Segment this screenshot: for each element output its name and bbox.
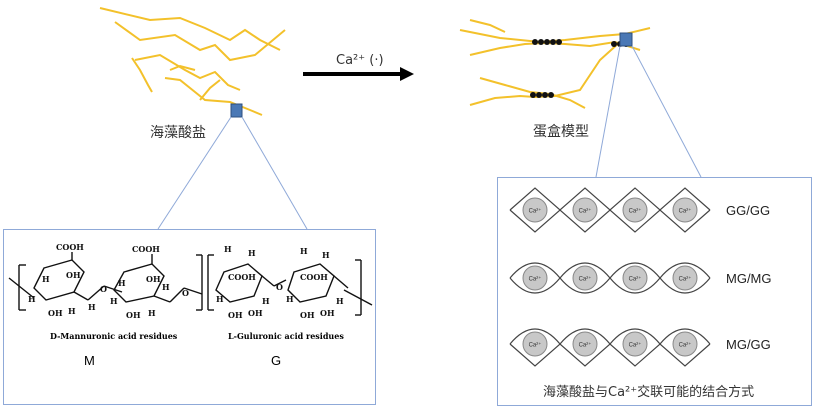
- svg-text:H: H: [216, 294, 224, 304]
- calcium-ion: [522, 265, 548, 291]
- eggbox-binding-panel: Ca²⁺ Ca²⁺ Ca²⁺ Ca²⁺ GG/GG Ca²⁺ Ca²⁺ Ca²⁺ Ca²⁺ MG/…: [497, 177, 812, 406]
- calcium-ion: [572, 197, 598, 223]
- svg-text:H: H: [262, 296, 270, 306]
- eggbox-model-label: 蛋盒模型: [533, 124, 589, 140]
- svg-text:H: H: [148, 308, 156, 318]
- svg-text:OH: OH: [320, 308, 335, 318]
- g-label: G: [271, 353, 281, 368]
- calcium-ion-label: Ca²⁺: [529, 342, 542, 349]
- eggbox-binding-diagram: Ca²⁺ Ca²⁺ Ca²⁺ Ca²⁺ GG/GG Ca²⁺ Ca²⁺ Ca²⁺ Ca²⁺ MG/…: [509, 187, 772, 367]
- arrow-label: Ca²⁺ (·): [336, 53, 384, 68]
- calcium-ion: [672, 265, 698, 291]
- cooh-label-4: COOH: [300, 272, 328, 282]
- eggbox-segment-marker: [619, 32, 633, 47]
- eggbox-row-label: MG/GG: [726, 337, 771, 352]
- eggbox-zoom-line-right: [631, 45, 702, 178]
- eggbox-beads-bottom: [530, 92, 554, 98]
- alginate-fibers: [99, 7, 286, 116]
- guluronic-caption: L-Guluronic acid residues: [228, 331, 344, 341]
- svg-text:H: H: [336, 296, 344, 306]
- chain-lower-1: [509, 209, 711, 233]
- calcium-ion-label: Ca²⁺: [679, 342, 692, 349]
- svg-text:H: H: [248, 248, 256, 258]
- mannuronic-caption: D-Mannuronic acid residues: [50, 331, 178, 341]
- eggbox-zoom-line-left: [595, 45, 621, 178]
- m-label: M: [84, 353, 95, 368]
- eggbox-row-1: Ca²⁺ Ca²⁺ Ca²⁺ Ca²⁺ GG/GG: [509, 187, 770, 233]
- calcium-ion: [522, 331, 548, 357]
- svg-text:OH: OH: [228, 310, 243, 320]
- cooh-label-1: COOH: [56, 242, 84, 252]
- calcium-ion-label: Ca²⁺: [679, 276, 692, 283]
- svg-text:O: O: [276, 282, 283, 292]
- reaction-arrow: [303, 67, 414, 81]
- zoom-line-right: [241, 116, 308, 230]
- svg-text:OH: OH: [66, 270, 81, 280]
- cooh-label-2: COOH: [132, 244, 160, 254]
- svg-text:H: H: [118, 278, 126, 288]
- calcium-ion: [572, 331, 598, 357]
- eggbox-beads-top: [532, 39, 562, 45]
- chain-lower-2: [509, 277, 711, 294]
- calcium-ion-label: Ca²⁺: [579, 276, 592, 283]
- svg-text:H: H: [68, 306, 76, 316]
- calcium-ion-label: Ca²⁺: [579, 208, 592, 215]
- calcium-ion: [522, 197, 548, 223]
- calcium-ion-label: Ca²⁺: [629, 342, 642, 349]
- svg-text:H: H: [300, 246, 308, 256]
- svg-text:O: O: [100, 284, 107, 294]
- svg-text:H: H: [286, 294, 294, 304]
- calcium-ion: [572, 265, 598, 291]
- svg-text:H: H: [162, 282, 170, 292]
- alginate-segment-marker: [230, 103, 243, 118]
- calcium-ion-label: Ca²⁺: [629, 208, 642, 215]
- calcium-ion-label: Ca²⁺: [579, 342, 592, 349]
- svg-text:H: H: [110, 296, 118, 306]
- svg-text:O: O: [182, 288, 189, 298]
- svg-text:OH: OH: [146, 274, 161, 284]
- chemical-structure: COOH COOH COOH COOH H OH H OH H H O H OH…: [8, 242, 373, 368]
- svg-text:H: H: [322, 250, 330, 260]
- svg-text:OH: OH: [48, 308, 63, 318]
- calcium-ion: [672, 197, 698, 223]
- eggbox-caption: 海藻酸盐与Ca²⁺交联可能的结合方式: [543, 385, 755, 400]
- svg-text:OH: OH: [300, 310, 315, 320]
- calcium-ion: [622, 197, 648, 223]
- calcium-ion: [672, 331, 698, 357]
- calcium-ion: [622, 265, 648, 291]
- svg-text:H: H: [42, 274, 50, 284]
- svg-text:H: H: [28, 294, 36, 304]
- chain-lower-3: [509, 343, 711, 367]
- svg-text:OH: OH: [248, 308, 263, 318]
- eggbox-row-label: GG/GG: [726, 203, 770, 218]
- cooh-label-3: COOH: [228, 272, 256, 282]
- calcium-ion-label: Ca²⁺: [529, 208, 542, 215]
- svg-text:H: H: [224, 244, 232, 254]
- calcium-ion-label: Ca²⁺: [629, 276, 642, 283]
- svg-text:H: H: [88, 302, 96, 312]
- calcium-ion-label: Ca²⁺: [529, 276, 542, 283]
- eggbox-row-label: MG/MG: [726, 271, 772, 286]
- zoom-line-left: [157, 116, 232, 230]
- eggbox-row-3: Ca²⁺ Ca²⁺ Ca²⁺ Ca²⁺ MG/GG: [509, 328, 771, 367]
- calcium-ion: [622, 331, 648, 357]
- eggbox-row-2: Ca²⁺ Ca²⁺ Ca²⁺ Ca²⁺ MG/MG: [509, 262, 772, 294]
- alginate-label: 海藻酸盐: [150, 125, 206, 141]
- calcium-ion-label: Ca²⁺: [679, 208, 692, 215]
- chemical-structure-box: COOH COOH COOH COOH H OH H OH H H O H OH…: [3, 229, 376, 405]
- svg-text:OH: OH: [126, 310, 141, 320]
